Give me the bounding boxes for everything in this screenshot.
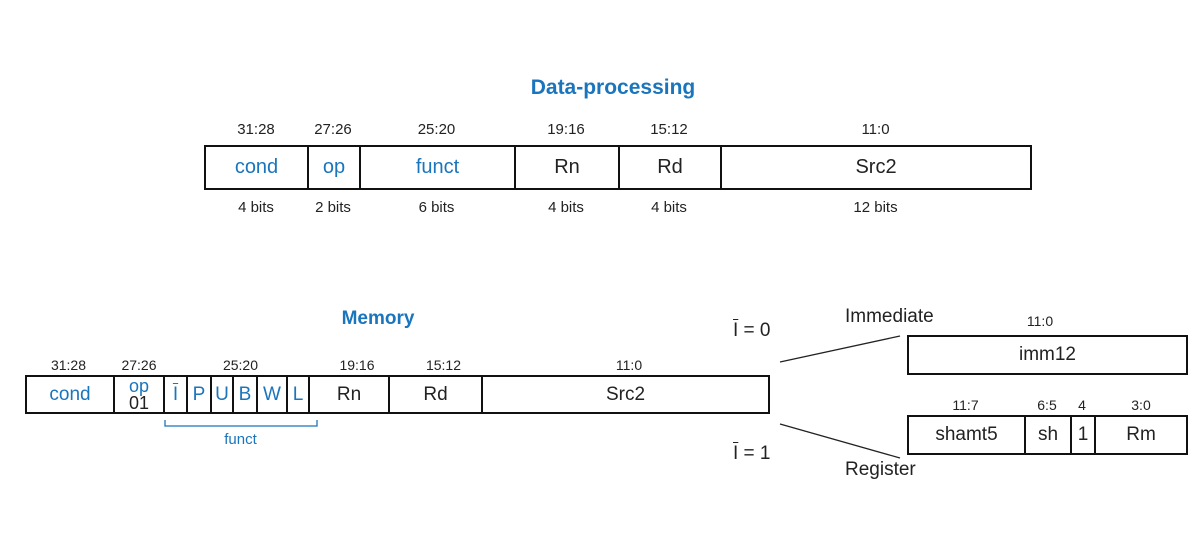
dp-bits-cond: 31:28 [237, 121, 275, 138]
i-bar-symbol-0: I [733, 320, 739, 341]
mem-flag-b: B [234, 377, 258, 412]
imm-bits: 11:0 [1026, 313, 1054, 329]
mem-op-value: 01 [128, 392, 150, 413]
dp-width-funct: 6 bits [418, 199, 455, 216]
mem-bits-rn: 19:16 [339, 357, 375, 373]
dp-field-rd: Rd [620, 147, 722, 188]
dp-bits-op: 27:26 [314, 121, 352, 138]
immediate-connector [779, 335, 901, 363]
mem-funct-label: funct [224, 431, 257, 448]
mem-flag-w: W [258, 377, 288, 412]
i-bar-value-0: = 0 [738, 320, 771, 341]
dp-width-rn: 4 bits [548, 199, 584, 216]
dp-title: Data-processing [530, 76, 696, 99]
mem-op-label: op [128, 375, 150, 396]
i-bar-symbol-1: I [733, 443, 739, 464]
reg-bits-shamt5: 11:7 [952, 397, 979, 413]
i-bar-zero-label: I = 0 [733, 320, 771, 342]
imm12-field: imm12 [1018, 344, 1076, 365]
funct-bracket [164, 420, 318, 427]
mem-field-rn: Rn [310, 377, 390, 412]
mem-bits-funct: 25:20 [222, 357, 259, 373]
dp-width-src2: 12 bits [853, 199, 898, 216]
reg-bits-one: 4 [1078, 397, 1086, 413]
mem-flag-i: I [165, 377, 188, 412]
mem-field-op: op 01 [115, 377, 165, 412]
immediate-label: Immediate [845, 306, 934, 327]
mem-bits-src2: 11:0 [615, 357, 643, 373]
mem-bits-op: 27:26 [121, 357, 157, 373]
mem-bits-rd: 15:12 [425, 357, 462, 373]
reg-field-rm: Rm [1126, 424, 1156, 445]
mem-field-src2: Src2 [605, 383, 646, 405]
dp-width-op: 2 bits [315, 199, 351, 216]
dp-instruction-box: cond op funct Rn Rd Src2 [204, 145, 1032, 190]
reg-field-sh: sh [1026, 417, 1072, 453]
register-label: Register [845, 459, 916, 480]
dp-field-src2: Src2 [855, 156, 897, 178]
mem-title: Memory [341, 308, 415, 329]
mem-flag-p: P [188, 377, 212, 412]
dp-field-op: op [309, 147, 361, 188]
mem-flag-u: U [212, 377, 234, 412]
register-box: shamt5 sh 1 Rm [907, 415, 1188, 455]
i-bar-value-1: = 1 [738, 443, 771, 464]
dp-field-funct: funct [361, 147, 516, 188]
i-bar-one-label: I = 1 [733, 443, 771, 465]
dp-width-cond: 4 bits [238, 199, 274, 216]
reg-field-one: 1 [1072, 417, 1096, 453]
dp-width-rd: 4 bits [651, 199, 687, 216]
dp-bits-funct: 25:20 [417, 121, 456, 138]
reg-bits-sh: 6:5 [1037, 397, 1057, 413]
dp-bits-rd: 15:12 [650, 121, 688, 138]
mem-field-rd: Rd [390, 377, 483, 412]
mem-flag-l: L [288, 377, 310, 412]
mem-bits-cond: 31:28 [50, 357, 87, 373]
mem-instruction-box: cond op 01 I P U B W L Rn Rd Src2 [25, 375, 770, 414]
reg-field-shamt5: shamt5 [909, 417, 1026, 453]
reg-bits-rm: 3:0 [1131, 397, 1151, 413]
immediate-box: imm12 [907, 335, 1188, 375]
dp-bits-rn: 19:16 [547, 121, 585, 138]
mem-field-cond: cond [27, 377, 115, 412]
dp-field-rn: Rn [516, 147, 620, 188]
dp-field-cond: cond [206, 147, 309, 188]
register-connector [779, 423, 901, 459]
dp-bits-src2: 11:0 [861, 121, 890, 138]
